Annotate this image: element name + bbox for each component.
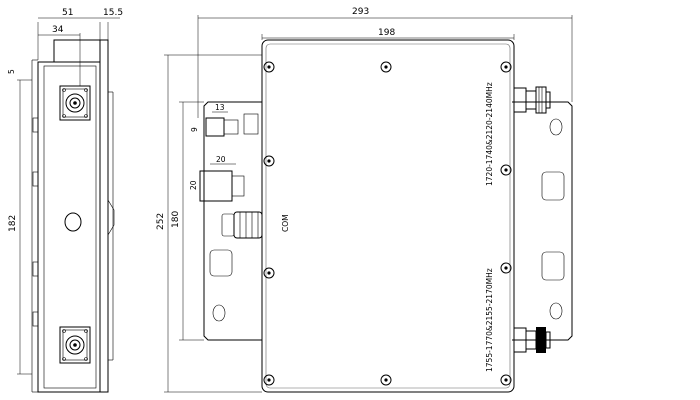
small-connector-upper — [205, 113, 259, 137]
side-flange-strip — [100, 39, 109, 393]
left-bracket — [203, 101, 262, 341]
left-bracket-hole — [212, 304, 226, 322]
housing-inner-edge — [265, 43, 511, 389]
dim-293: 293 — [352, 7, 369, 17]
dim-51: 51 — [62, 8, 73, 18]
band-label-upper: 1720-1740&2120-2140MHz — [485, 82, 494, 186]
dim-13: 13 — [215, 103, 225, 112]
dim-198: 198 — [378, 28, 395, 38]
left-bracket-slot-upper — [209, 249, 233, 277]
side-top-connector — [59, 85, 91, 121]
right-bracket-hole-top — [549, 118, 563, 136]
com-label: COM — [281, 214, 290, 232]
right-bracket-slot-bottom — [541, 251, 565, 281]
band-label-lower: 1755-1770&2155-2170MHz — [485, 268, 494, 372]
side-bottom-connector — [59, 326, 91, 364]
com-connector — [221, 211, 263, 239]
side-view: 51 34 15.5 182 5 — [7, 8, 123, 393]
side-top-flange — [53, 39, 101, 62]
housing-screws — [263, 61, 512, 386]
dim-20-h: 20 — [216, 155, 226, 164]
right-bracket-slot-top — [541, 171, 565, 201]
front-view: COM 1720-1740&2120-2140MHz 17 — [156, 7, 573, 393]
dim-34: 34 — [52, 25, 64, 35]
side-body-inner — [43, 65, 97, 389]
small-connector-lower — [199, 170, 245, 202]
right-connector-top — [513, 86, 551, 114]
side-notch — [107, 199, 115, 236]
right-bracket — [512, 101, 573, 341]
right-bracket-hole-bottom — [549, 302, 563, 320]
dim-9: 9 — [190, 127, 199, 132]
dim-182: 182 — [8, 215, 18, 232]
side-center-hole — [64, 212, 82, 232]
dim-252: 252 — [156, 213, 166, 230]
side-body-outline — [37, 61, 101, 393]
dim-15-5: 15.5 — [103, 8, 123, 18]
main-housing — [261, 39, 515, 393]
dim-20-v: 20 — [189, 180, 198, 190]
dim-180: 180 — [171, 211, 181, 228]
dim-5: 5 — [7, 69, 16, 74]
right-connector-bottom — [513, 327, 551, 353]
